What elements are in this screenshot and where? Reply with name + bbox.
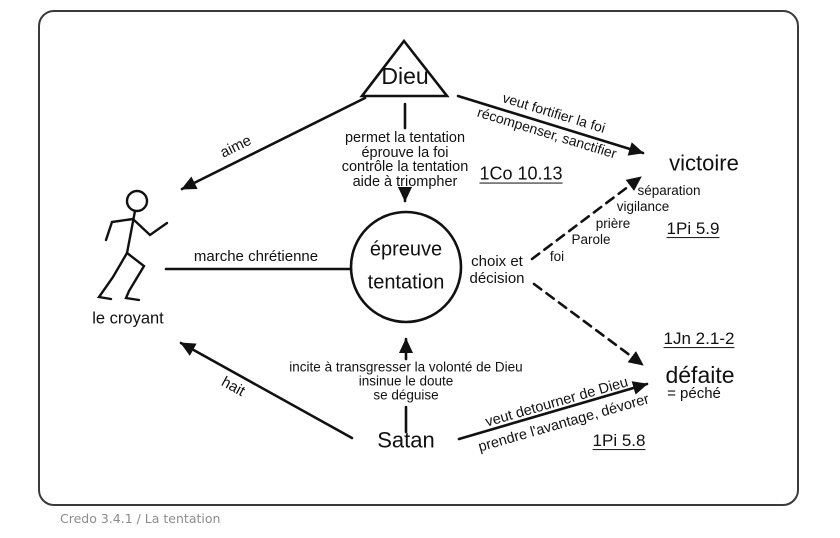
text-line: incite à transgresser la volonté de Dieu <box>289 359 523 375</box>
running-person-icon <box>96 189 169 302</box>
arrow-dieu-to-victoire <box>456 94 645 156</box>
circle-label-tentation: tentation <box>367 271 445 294</box>
circle-label-epreuve: épreuve <box>369 238 443 261</box>
means-label-separation: séparation <box>637 182 701 198</box>
dieu-triangle-shape <box>359 38 450 98</box>
dashed-arrow-choice-to-defaite <box>532 282 645 367</box>
arrow-satan-to-croyant <box>179 341 354 440</box>
arrow-satan-to-defaite <box>457 381 649 441</box>
ref-1jn-2-1-2: 1Jn 2.1-2 <box>663 329 735 349</box>
dashed-arrow-choice-to-victoire <box>530 175 643 261</box>
text-line: contrôle la tentation <box>341 159 469 175</box>
node-croyant-label: le croyant <box>92 309 164 328</box>
footer-caption: Credo 3.4.1 / La tentation <box>60 511 221 526</box>
text-line: aide à triompher <box>352 173 458 190</box>
arrow-dieu-to-croyant <box>180 96 367 191</box>
node-dieu-label: Dieu <box>381 62 429 89</box>
ref-1pi-5-8: 1Pi 5.8 <box>592 431 646 451</box>
text-line: décision <box>469 270 525 287</box>
text-line: se déguise <box>373 388 439 404</box>
text-line: insinue le doute <box>358 373 454 389</box>
node-satan-label: Satan <box>377 427 435 453</box>
means-label-priere: prière <box>595 215 631 231</box>
node-defaite-label: défaite <box>665 361 735 388</box>
means-label-foi: foi <box>549 248 565 264</box>
satan-actions-text: incite à transgresser la volonté de Dieu… <box>289 359 523 404</box>
means-label-parole: Parole <box>571 231 611 247</box>
text-line: choix et <box>471 253 523 270</box>
choice-text: choix et décision <box>469 253 524 287</box>
ref-1co-10-13: 1Co 10.13 <box>479 163 563 184</box>
ref-1pi-5-9: 1Pi 5.9 <box>666 219 720 239</box>
dieu-actions-text: permet la tentation éprouve la foi contr… <box>342 131 469 189</box>
edge-label-marche-chretienne: marche chrétienne <box>193 248 319 266</box>
text-line: éprouve la foi <box>361 144 449 161</box>
defaite-equals-peche: = péché <box>667 385 721 403</box>
epreuve-circle-shape <box>349 210 463 324</box>
text-line: permet la tentation <box>344 130 466 146</box>
means-label-vigilance: vigilance <box>616 198 670 214</box>
node-victoire-label: victoire <box>669 150 739 176</box>
